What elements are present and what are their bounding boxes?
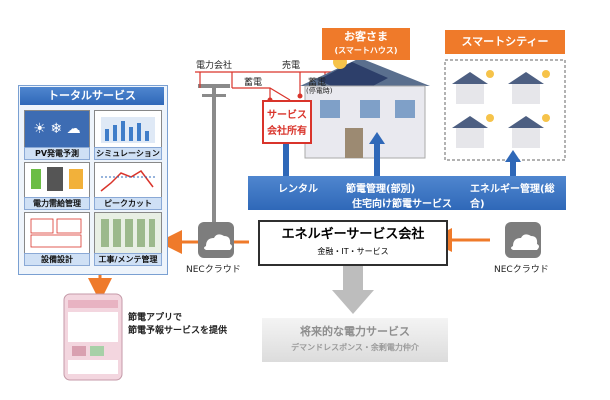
simulation-thumb	[94, 110, 162, 148]
demand-management-thumb	[24, 162, 90, 198]
home-saving-service-bar: レンタル 節電管理(部別) エネルギー管理(総合) 住宅向け節電サービス	[248, 176, 566, 210]
owned-label-1: サービス	[267, 110, 307, 121]
service-owned-box: サービス 会社所有	[262, 100, 312, 144]
energy-company-name: エネルギーサービス会社	[281, 227, 425, 242]
rental-label: レンタル	[278, 184, 318, 195]
customer-title: お客さま	[344, 30, 388, 43]
demand-management-caption: 電力需給管理	[24, 197, 90, 210]
smart-city-houses	[452, 70, 550, 148]
energy-service-company-box: エネルギーサービス会社 金融・IT・サービス	[258, 220, 448, 266]
pv-forecast-thumb: ☀ ❄ ☁	[24, 110, 90, 148]
utility-pole-icon	[198, 84, 230, 230]
total-service-title: トータルサービス	[20, 87, 164, 105]
sell-label: 売電	[282, 61, 301, 71]
construction-maintenance-caption: 工事/メンテ管理	[94, 253, 162, 266]
energy-company-sub: 金融・IT・サービス	[317, 247, 389, 256]
peak-cut-caption: ピークカット	[94, 197, 162, 210]
charge-outage-sub: (停電時)	[306, 87, 333, 95]
nec-cloud-left-label: NECクラウド	[186, 265, 241, 275]
home-saving-service-title: 住宅向け節電サービス	[352, 199, 452, 210]
peak-cut-thumb	[94, 162, 162, 198]
app-description: 節電アプリで 節電予報サービスを提供	[128, 312, 227, 338]
facility-design-thumb	[24, 212, 90, 254]
charge-label: 蓄電	[244, 78, 263, 88]
customer-header: お客さま (スマートハウス)	[322, 28, 410, 60]
cloud-icon-left	[198, 222, 234, 258]
owned-label-2: 会社所有	[267, 126, 307, 137]
construction-maintenance-thumb	[94, 212, 162, 254]
cloud-icon-right	[505, 222, 541, 258]
customer-subtitle: (スマートハウス)	[334, 46, 398, 55]
simulation-caption: シミュレーション	[94, 147, 162, 160]
charge-outage-label: 蓄電	[308, 78, 327, 88]
future-down-arrow	[332, 262, 374, 314]
pv-forecast-caption: PV発電予測	[24, 147, 90, 160]
app-line-1: 節電アプリで	[128, 313, 183, 323]
future-service-sub: デマンドレスポンス・余剰電力仲介	[291, 343, 419, 352]
future-service-title: 将来的な電力サービス	[300, 325, 410, 338]
future-service-box: 将来的な電力サービス デマンドレスポンス・余剰電力仲介	[262, 318, 448, 362]
smart-city-header: スマートシティー	[445, 30, 565, 54]
saving-partial-label: 節電管理(部別)	[346, 184, 416, 195]
nec-cloud-right-label: NECクラウド	[494, 265, 549, 275]
facility-design-caption: 設備設計	[24, 253, 90, 266]
app-line-2: 節電予報サービスを提供	[128, 326, 228, 336]
smart-house-illustration	[300, 55, 430, 159]
energy-total-label: エネルギー管理(総合)	[470, 184, 555, 210]
phone-app-illustration	[63, 293, 123, 381]
power-company-label: 電力会社	[196, 61, 233, 71]
